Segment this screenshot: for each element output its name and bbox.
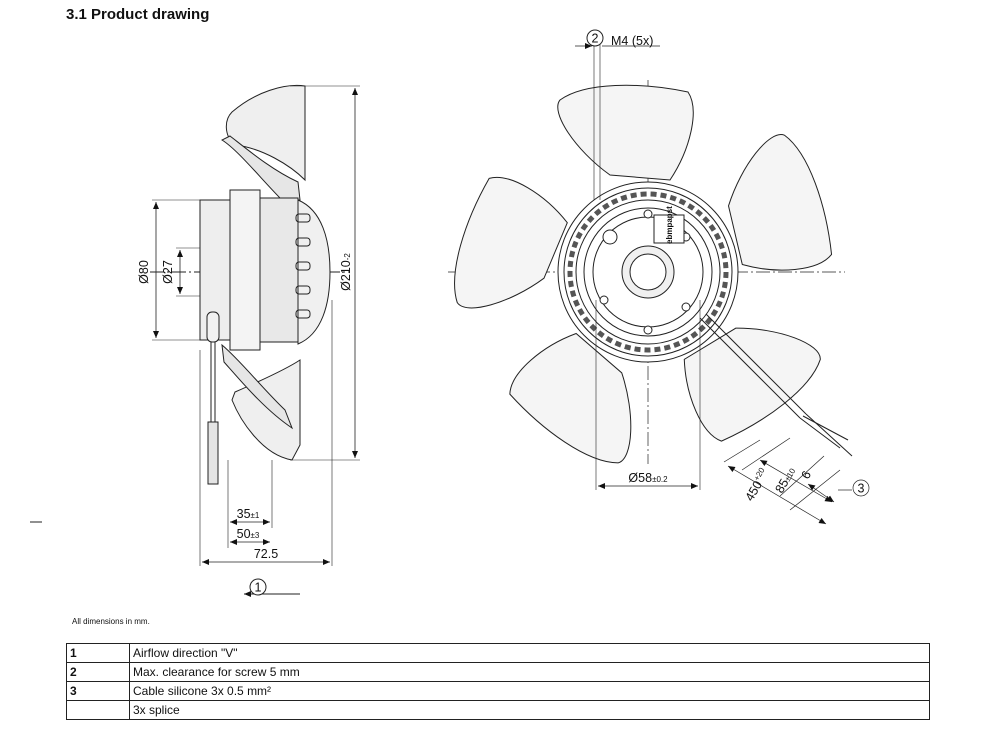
legend-text: Max. clearance for screw 5 mm — [129, 662, 930, 682]
dim-cable-lengths — [723, 437, 870, 525]
side-view — [150, 84, 360, 597]
dim-len6-label: 6 — [798, 468, 814, 481]
dim-d80-label: Ø80 — [137, 260, 151, 284]
rotor-slot-ring — [567, 191, 729, 353]
legend-text: 3x splice — [129, 700, 930, 720]
legend-table: 1 Airflow direction "V" 2 Max. clearance… — [66, 643, 930, 720]
callout-3-circle — [852, 479, 870, 497]
side-rotor — [259, 197, 299, 343]
airflow-arrow — [244, 578, 300, 597]
legend-text: Airflow direction "V" — [129, 643, 930, 663]
dim-d27-label: Ø27 — [161, 260, 175, 284]
side-upper-blade — [225, 84, 306, 182]
legend-row: 3x splice — [66, 700, 930, 720]
dim-d210-tol: -2 — [343, 253, 352, 261]
dim-screw-clearance — [575, 29, 660, 200]
dim-len50-label: 50±3 — [237, 527, 260, 541]
dim-d210-label: Ø210-2 — [339, 253, 353, 291]
front-cable — [699, 313, 853, 457]
screw-holes — [599, 209, 691, 335]
section-title: 3.1 Product drawing — [66, 6, 210, 23]
callout-1-circle — [249, 578, 267, 596]
product-drawing: Ø80 Ø27 Ø210-2 35±1 50±3 72.5 1 — [30, 29, 870, 597]
dim-d80 — [152, 199, 200, 341]
side-cable-gland — [206, 311, 220, 343]
legend-number — [66, 700, 130, 720]
legend-row: 1 Airflow direction "V" — [66, 643, 930, 663]
front-view — [448, 29, 870, 525]
legend-row: 2 Max. clearance for screw 5 mm — [66, 662, 930, 682]
dim-len72-label: 72.5 — [254, 547, 278, 561]
label-plate-text: ebmpapst — [665, 206, 674, 244]
callout-1-label: 1 — [255, 581, 262, 595]
legend-number: 1 — [66, 643, 130, 663]
legend-number: 3 — [66, 681, 130, 701]
dim-d210 — [290, 85, 360, 461]
fan-blades — [454, 84, 833, 464]
screw-note-label: M4 (5x) — [611, 34, 653, 48]
dim-d58-label: Ø58±0.2 — [628, 471, 668, 485]
dim-d27 — [176, 247, 200, 297]
dimension-note: All dimensions in mm. — [72, 617, 150, 626]
dim-d210-value: Ø210 — [339, 260, 353, 291]
callout-3-label: 3 — [858, 482, 865, 496]
callout-2-circle — [586, 29, 604, 47]
legend-text: Cable silicone 3x 0.5 mm² — [129, 681, 930, 701]
dim-d58 — [595, 300, 701, 490]
legend-number: 2 — [66, 662, 130, 682]
callout-2-label: 2 — [592, 32, 599, 46]
dim-len450-label: 450+20 — [742, 466, 772, 504]
type-label-plate — [653, 214, 685, 244]
legend-row: 3 Cable silicone 3x 0.5 mm² — [66, 681, 930, 701]
dim-len35-label: 35±1 — [237, 507, 260, 521]
